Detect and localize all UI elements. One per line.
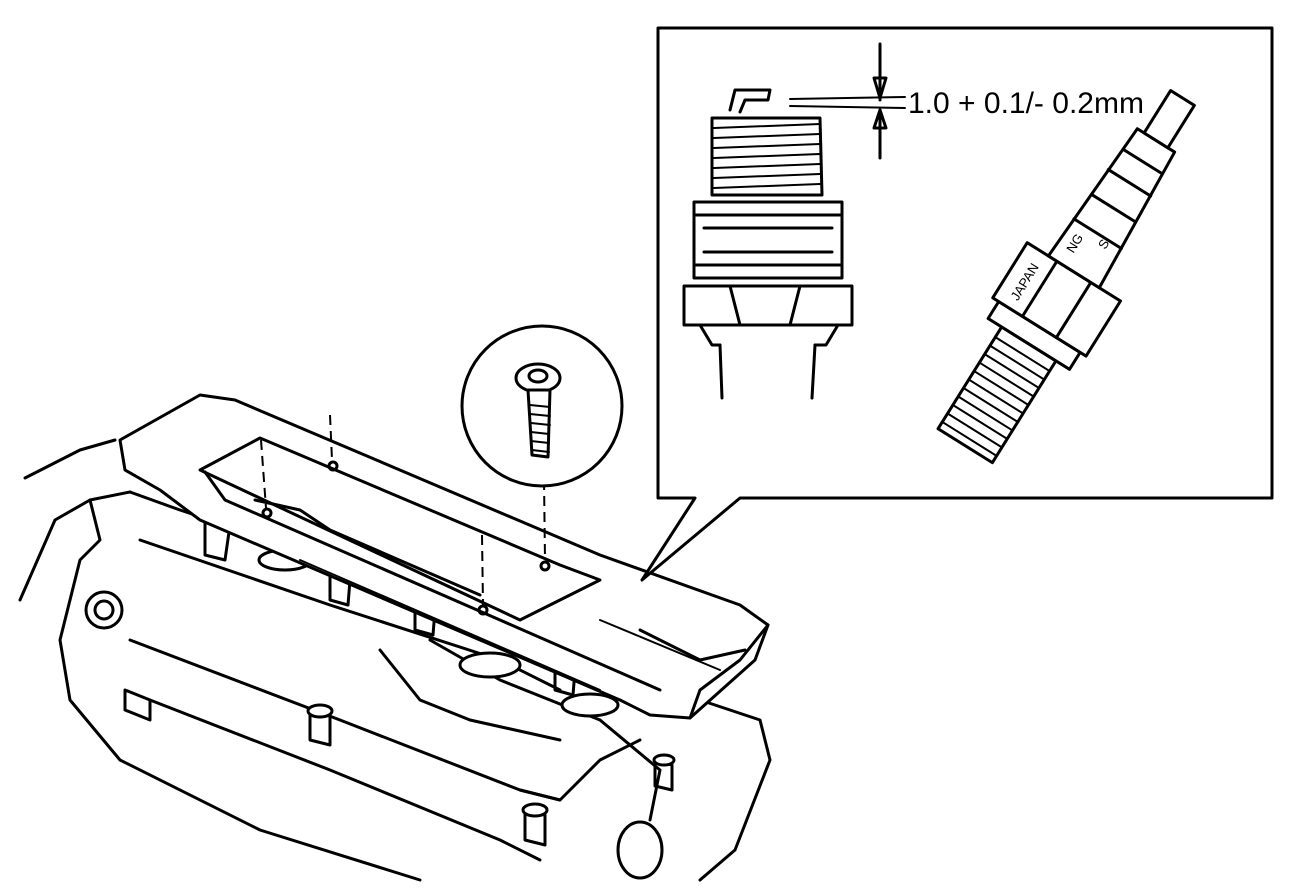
coil-cover-plate: [118, 393, 770, 720]
bolt-detail-circle: [460, 324, 624, 488]
cylinder-head: [18, 438, 772, 882]
spark-plug-side-view: [682, 88, 854, 400]
gap-dimension: [789, 42, 906, 160]
spark-plug-perspective: JAPAN NG S: [936, 89, 1196, 465]
gap-spec-label: 1.0 + 0.1/- 0.2mm: [908, 87, 1144, 120]
